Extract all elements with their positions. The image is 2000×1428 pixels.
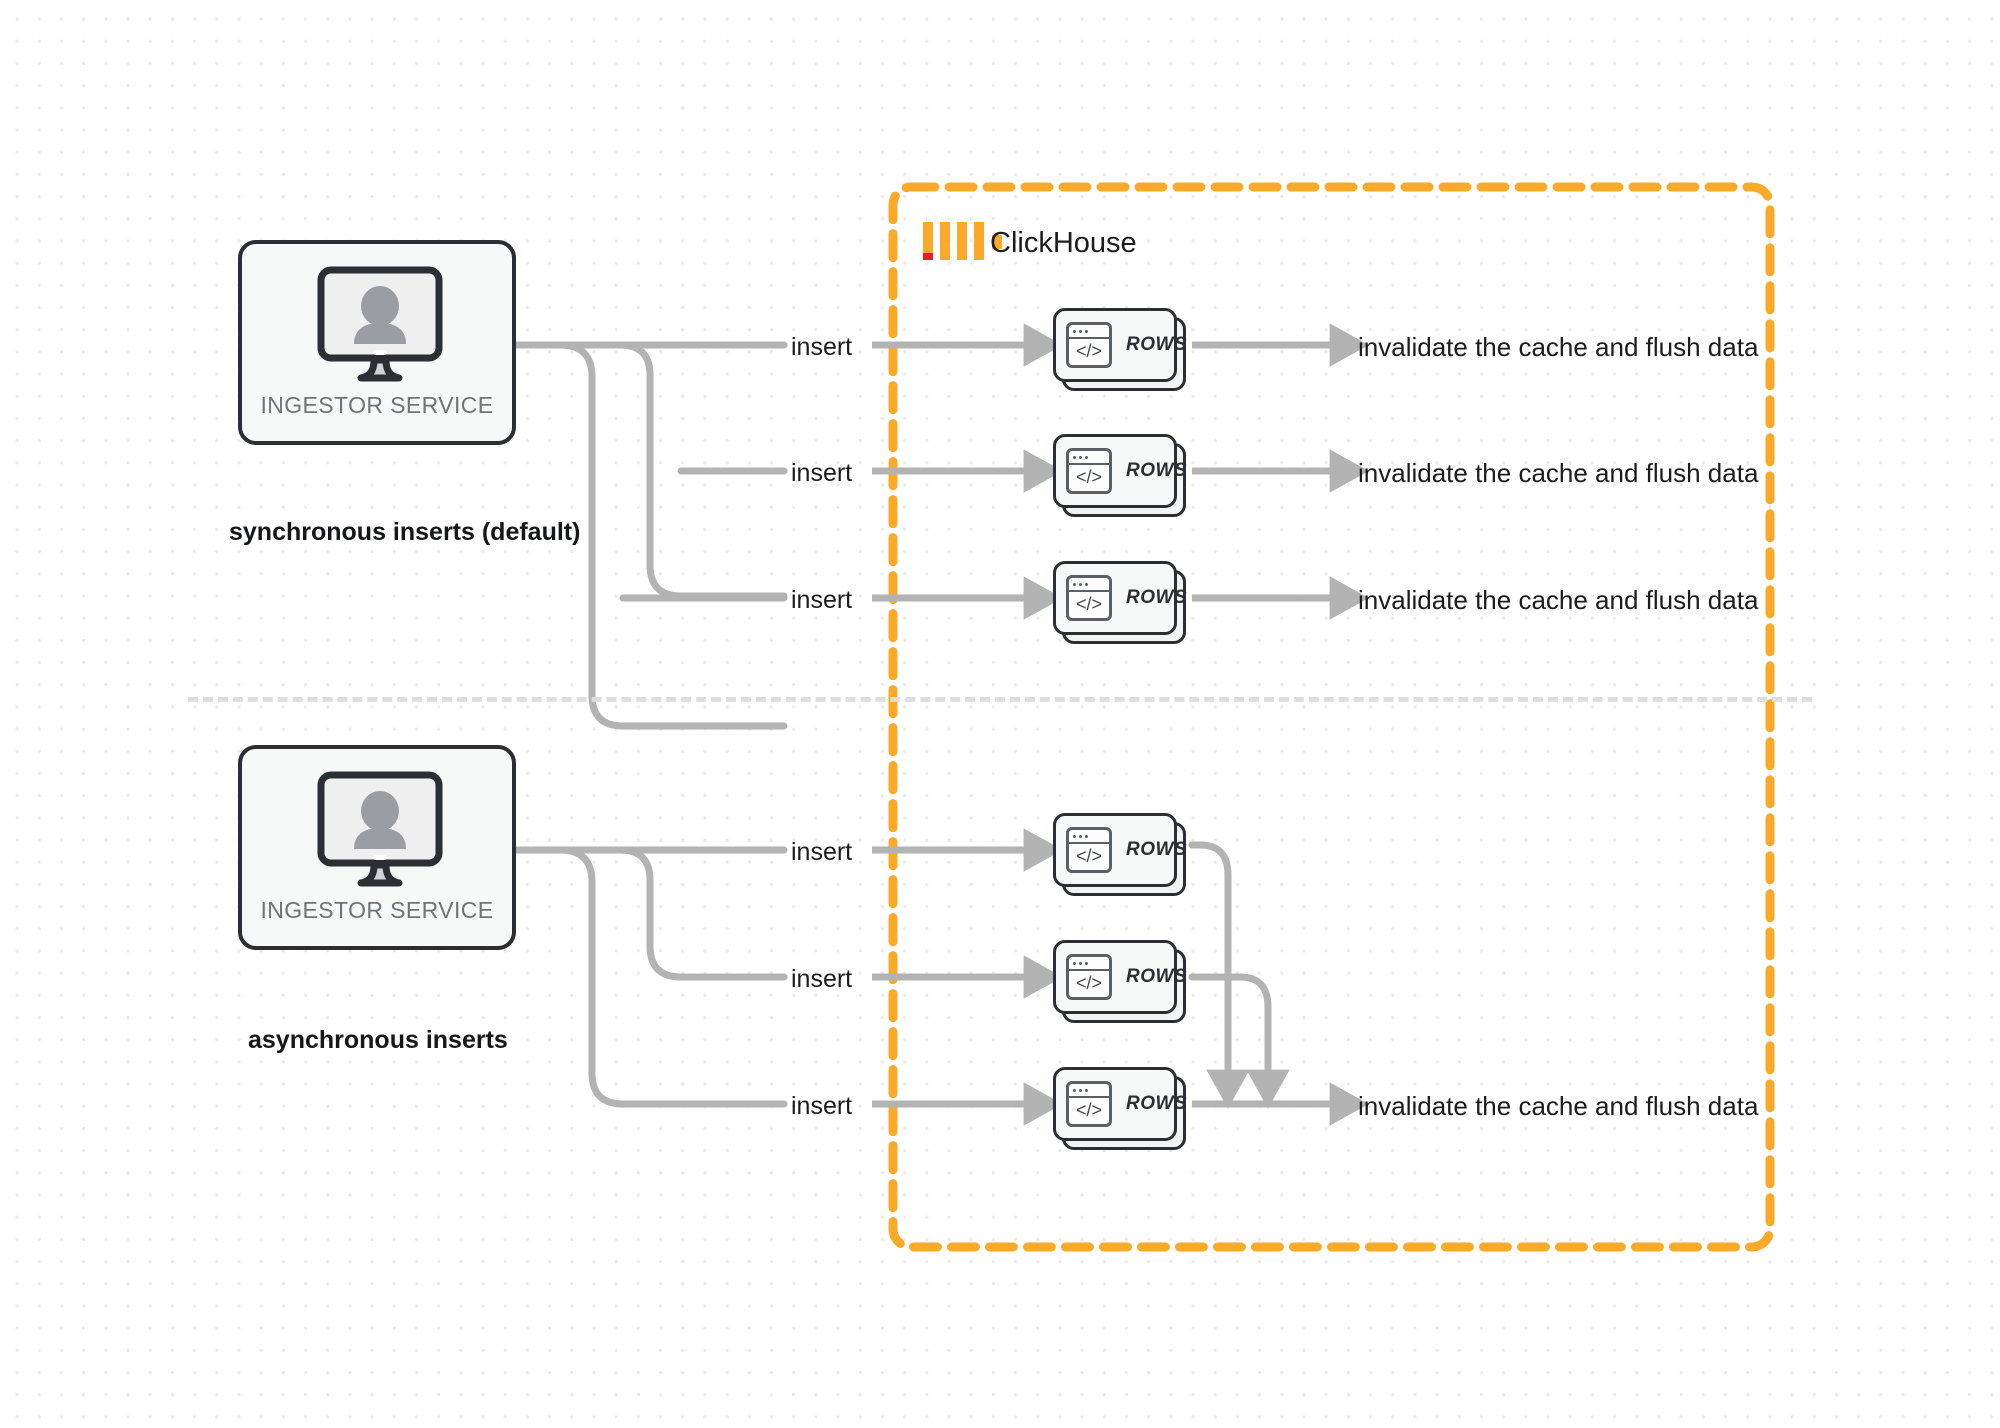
code-window-titlebar bbox=[1069, 325, 1109, 339]
code-window-icon: </> bbox=[1066, 448, 1112, 494]
section-label-asynchronous: asynchronous inserts bbox=[248, 1026, 508, 1054]
sync-fanout-connectors bbox=[512, 341, 788, 730]
section-divider bbox=[188, 697, 1812, 702]
code-window-icon: </> bbox=[1066, 322, 1112, 368]
async-insert-arrows bbox=[872, 828, 1063, 1126]
rows-card-front: </> ROWS bbox=[1053, 813, 1187, 887]
code-window-icon: </> bbox=[1066, 575, 1112, 621]
code-angle-brackets-icon: </> bbox=[1075, 973, 1103, 993]
async-merge-from-row1 bbox=[1188, 841, 1250, 1109]
code-angle-brackets-icon: </> bbox=[1075, 594, 1103, 614]
clickhouse-logo-bar-1 bbox=[923, 222, 933, 260]
edge-label-insert-sync-3: insert bbox=[791, 586, 853, 614]
node-title-async: INGESTOR SERVICE bbox=[260, 897, 494, 923]
code-angle-brackets-icon: </> bbox=[1075, 1100, 1103, 1120]
result-label-sync-1: invalidate the cache and flush data bbox=[1358, 332, 1759, 362]
code-window-icon: </> bbox=[1066, 1081, 1112, 1127]
clickhouse-boundary-rect bbox=[888, 182, 1775, 1252]
edge-label-insert-sync-1: insert bbox=[791, 333, 853, 361]
rows-card-label: ROWS bbox=[1126, 460, 1188, 481]
sync-branch-row2 bbox=[512, 341, 788, 600]
edge-label-insert-async-2: insert bbox=[791, 965, 853, 993]
rows-card-label: ROWS bbox=[1126, 839, 1188, 860]
rows-card-front: </> ROWS bbox=[1053, 308, 1187, 382]
code-angle-brackets-icon: </> bbox=[1075, 341, 1103, 361]
node-ingestor-service-async[interactable]: INGESTOR SERVICE bbox=[238, 745, 516, 950]
clickhouse-logo-bar-4 bbox=[974, 222, 984, 260]
rows-card-front: </> ROWS bbox=[1053, 434, 1187, 508]
code-window-titlebar bbox=[1069, 830, 1109, 844]
edge-label-insert-sync-2: insert bbox=[791, 459, 853, 487]
result-label-sync-3: invalidate the cache and flush data bbox=[1358, 585, 1759, 615]
edge-label-insert-async-3: insert bbox=[791, 1092, 853, 1120]
rows-card-front: </> ROWS bbox=[1053, 940, 1187, 1014]
clickhouse-logo-bar-2 bbox=[940, 222, 950, 260]
sync-leader-stubs bbox=[619, 467, 788, 602]
rows-card-front: </> ROWS bbox=[1053, 561, 1187, 635]
async-merge-connectors bbox=[1188, 841, 1290, 1109]
edge-label-insert-async-1: insert bbox=[791, 838, 853, 866]
section-label-synchronous: synchronous inserts (default) bbox=[229, 518, 581, 546]
rows-card-label: ROWS bbox=[1126, 1093, 1188, 1114]
result-label-async-merged: invalidate the cache and flush data bbox=[1358, 1091, 1759, 1121]
code-window-titlebar bbox=[1069, 578, 1109, 592]
sync-branch-row3 bbox=[512, 341, 788, 730]
clickhouse-wordmark: ClickHouse bbox=[990, 227, 1137, 259]
monitor-user-icon bbox=[317, 266, 443, 382]
rows-card-label: ROWS bbox=[1126, 334, 1188, 355]
async-fanout-connectors bbox=[512, 846, 788, 1108]
clickhouse-logo-bars bbox=[923, 222, 984, 260]
monitor-user-icon bbox=[317, 771, 443, 887]
code-window-icon: </> bbox=[1066, 827, 1112, 873]
code-window-icon: </> bbox=[1066, 954, 1112, 1000]
result-label-sync-2: invalidate the cache and flush data bbox=[1358, 458, 1759, 488]
code-window-titlebar bbox=[1069, 1084, 1109, 1098]
code-angle-brackets-icon: </> bbox=[1075, 467, 1103, 487]
async-branch-row3 bbox=[512, 846, 788, 1108]
rows-card-front: </> ROWS bbox=[1053, 1067, 1187, 1141]
clickhouse-logo-nub bbox=[992, 235, 1002, 249]
sync-insert-arrows bbox=[872, 323, 1063, 620]
clickhouse-logo-bar-3 bbox=[957, 222, 967, 260]
node-title-sync: INGESTOR SERVICE bbox=[260, 392, 494, 418]
code-window-titlebar bbox=[1069, 451, 1109, 465]
async-branch-row2 bbox=[512, 846, 788, 981]
sync-flush-arrows bbox=[1192, 323, 1369, 620]
code-window-titlebar bbox=[1069, 957, 1109, 971]
rows-card-label: ROWS bbox=[1126, 587, 1188, 608]
clickhouse-logo-icon bbox=[923, 222, 1002, 260]
code-angle-brackets-icon: </> bbox=[1075, 846, 1103, 866]
async-merge-from-row2 bbox=[1188, 973, 1290, 1109]
rows-card-label: ROWS bbox=[1126, 966, 1188, 987]
node-ingestor-service-sync[interactable]: INGESTOR SERVICE bbox=[238, 240, 516, 445]
